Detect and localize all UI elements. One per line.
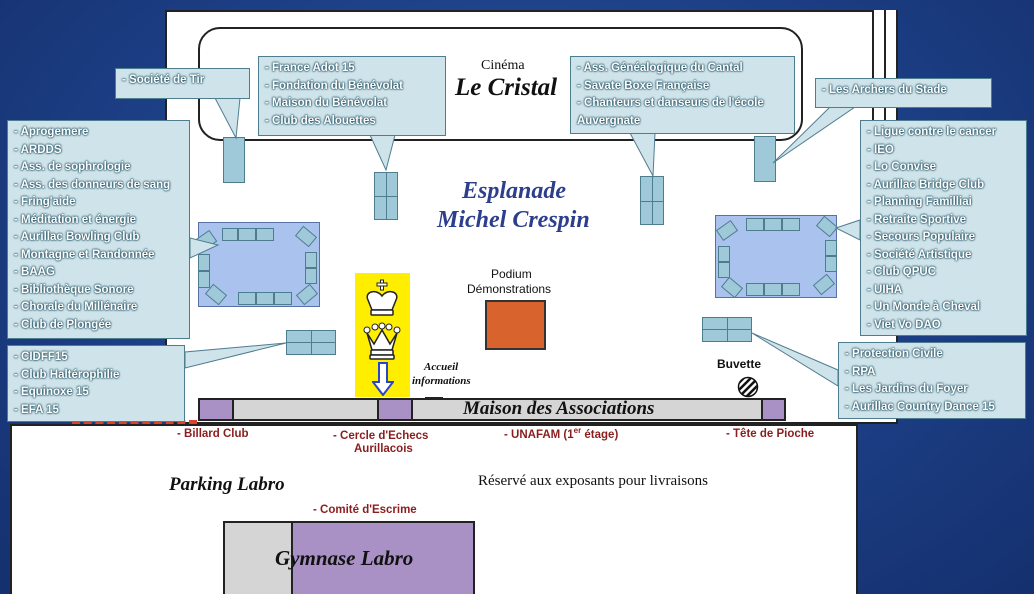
- maison-label: Maison des Associations: [463, 398, 655, 419]
- podium: [485, 300, 546, 350]
- podium-label-2: Démonstrations: [467, 282, 552, 296]
- king-icon: [366, 279, 398, 316]
- stand-tir: [223, 137, 245, 183]
- callout-left-main: - Aprogemere - ARDDS - Ass. de sophrolog…: [7, 120, 190, 339]
- label-billard: - Billard Club: [177, 428, 249, 440]
- maison-mid: [377, 398, 413, 421]
- stand-genealogique: [640, 176, 664, 225]
- label-echecs-2: Aurillacois: [354, 443, 413, 455]
- gymnase-grey: [223, 521, 293, 594]
- callout-left-lower: - CIDFF15 - Club Haltérophilie - Equinox…: [7, 345, 185, 422]
- dashed-boundary: [72, 420, 197, 424]
- callout-france-adot: - France Adot 15 - Fondation du Bénévola…: [258, 56, 446, 136]
- stand-left-lower: [286, 330, 336, 355]
- buvette-icon: [737, 376, 759, 398]
- arrow-down-icon: [372, 362, 394, 396]
- cinema-label: Cinéma: [481, 58, 525, 73]
- maison-end-left: [198, 398, 234, 421]
- stand-right-lower: [702, 317, 752, 342]
- accueil-label-1: Accueil: [424, 361, 459, 373]
- callout-right-main: - Ligue contre le cancer - IEO - Lo Conv…: [860, 120, 1027, 336]
- queen-icon: [363, 322, 401, 360]
- parking-label: Parking Labro: [169, 474, 285, 495]
- callout-genealogique: - Ass. Généalogique du Cantal - Savate B…: [570, 56, 795, 134]
- callout-tir: - Société de Tir: [115, 68, 250, 99]
- cinema-name: Le Cristal: [455, 74, 558, 101]
- esplanade-subtitle: Michel Crespin: [437, 207, 590, 233]
- label-unafam: - UNAFAM (1er étage): [504, 426, 619, 441]
- label-echecs-1: - Cercle d'Echecs: [333, 430, 429, 442]
- label-escrime: - Comité d'Escrime: [313, 504, 417, 516]
- gymnase-building: [291, 521, 475, 594]
- esplanade-title: Esplanade: [462, 178, 567, 204]
- callout-right-lower: - Protection Civile - RPA - Les Jardins …: [838, 342, 1026, 419]
- stand-adot: [374, 172, 398, 220]
- reserve-label: Réservé aux exposants pour livraisons: [478, 473, 708, 489]
- gymnase-label: Gymnase Labro: [275, 546, 414, 570]
- podium-label-1: Podium: [491, 267, 532, 281]
- buvette-label: Buvette: [717, 357, 762, 371]
- maison-end-right: [761, 398, 786, 421]
- callout-archers: - Les Archers du Stade: [815, 78, 992, 108]
- accueil-label-2: informations: [412, 375, 471, 387]
- stand-archers: [754, 136, 776, 182]
- label-tete-de-pioche: - Tête de Pioche: [726, 428, 815, 440]
